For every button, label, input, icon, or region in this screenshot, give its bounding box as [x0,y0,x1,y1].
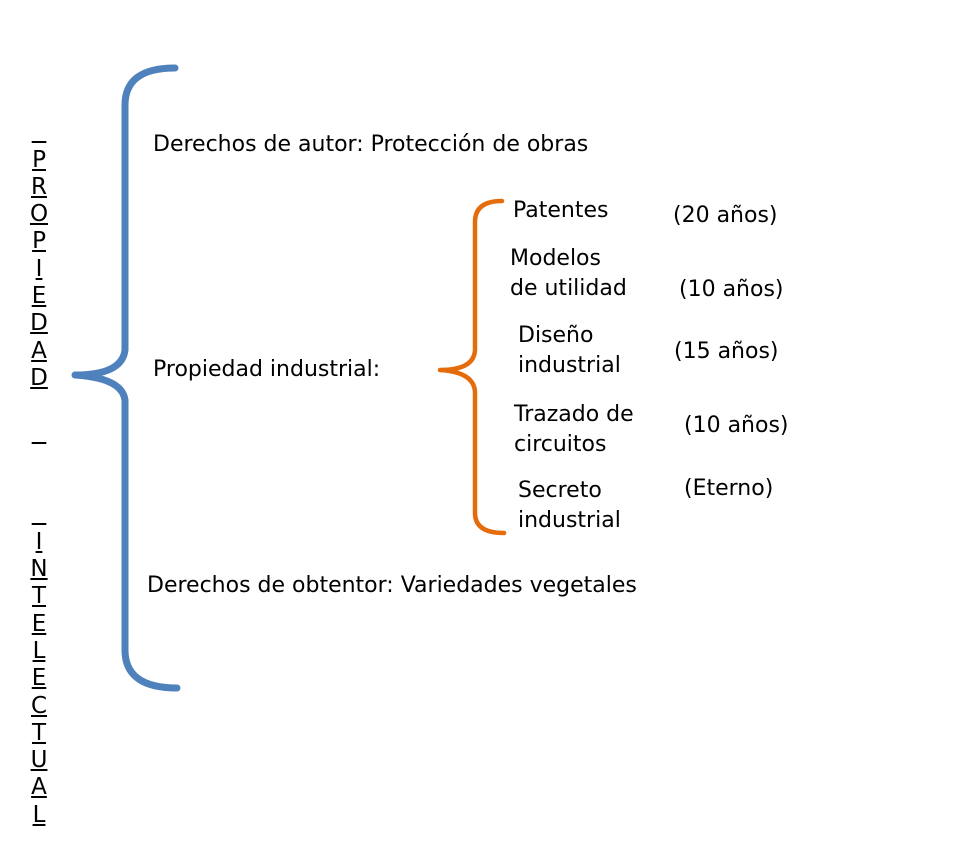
item-diseno-industrial: Diseño industrial [518,323,621,378]
item-secreto-industrial: Secreto industrial [518,478,621,533]
duration-modelos-utilidad: (10 años) [679,277,784,302]
sub-curly-brace [437,198,507,536]
item-modelos-utilidad: Modelos de utilidad [510,246,627,301]
branch-breeder: Derechos de obtentor: Variedades vegetal… [147,573,637,598]
item-trazado-circuitos: Trazado de circuitos [514,402,634,457]
duration-patentes: (20 años) [673,203,778,228]
item-patentes: Patentes [513,198,609,223]
diagram-brackets [71,64,507,692]
duration-trazado-circuitos: (10 años) [684,413,789,438]
duration-secreto-industrial: (Eterno) [684,476,774,501]
main-curly-brace [71,64,181,692]
title-word-propiedad: P R O P I E D A D [29,146,49,391]
branch-copyright: Derechos de autor: Protección de obras [153,132,589,157]
branch-industrial: Propiedad industrial: [153,357,381,382]
duration-diseno-industrial: (15 años) [674,339,779,364]
